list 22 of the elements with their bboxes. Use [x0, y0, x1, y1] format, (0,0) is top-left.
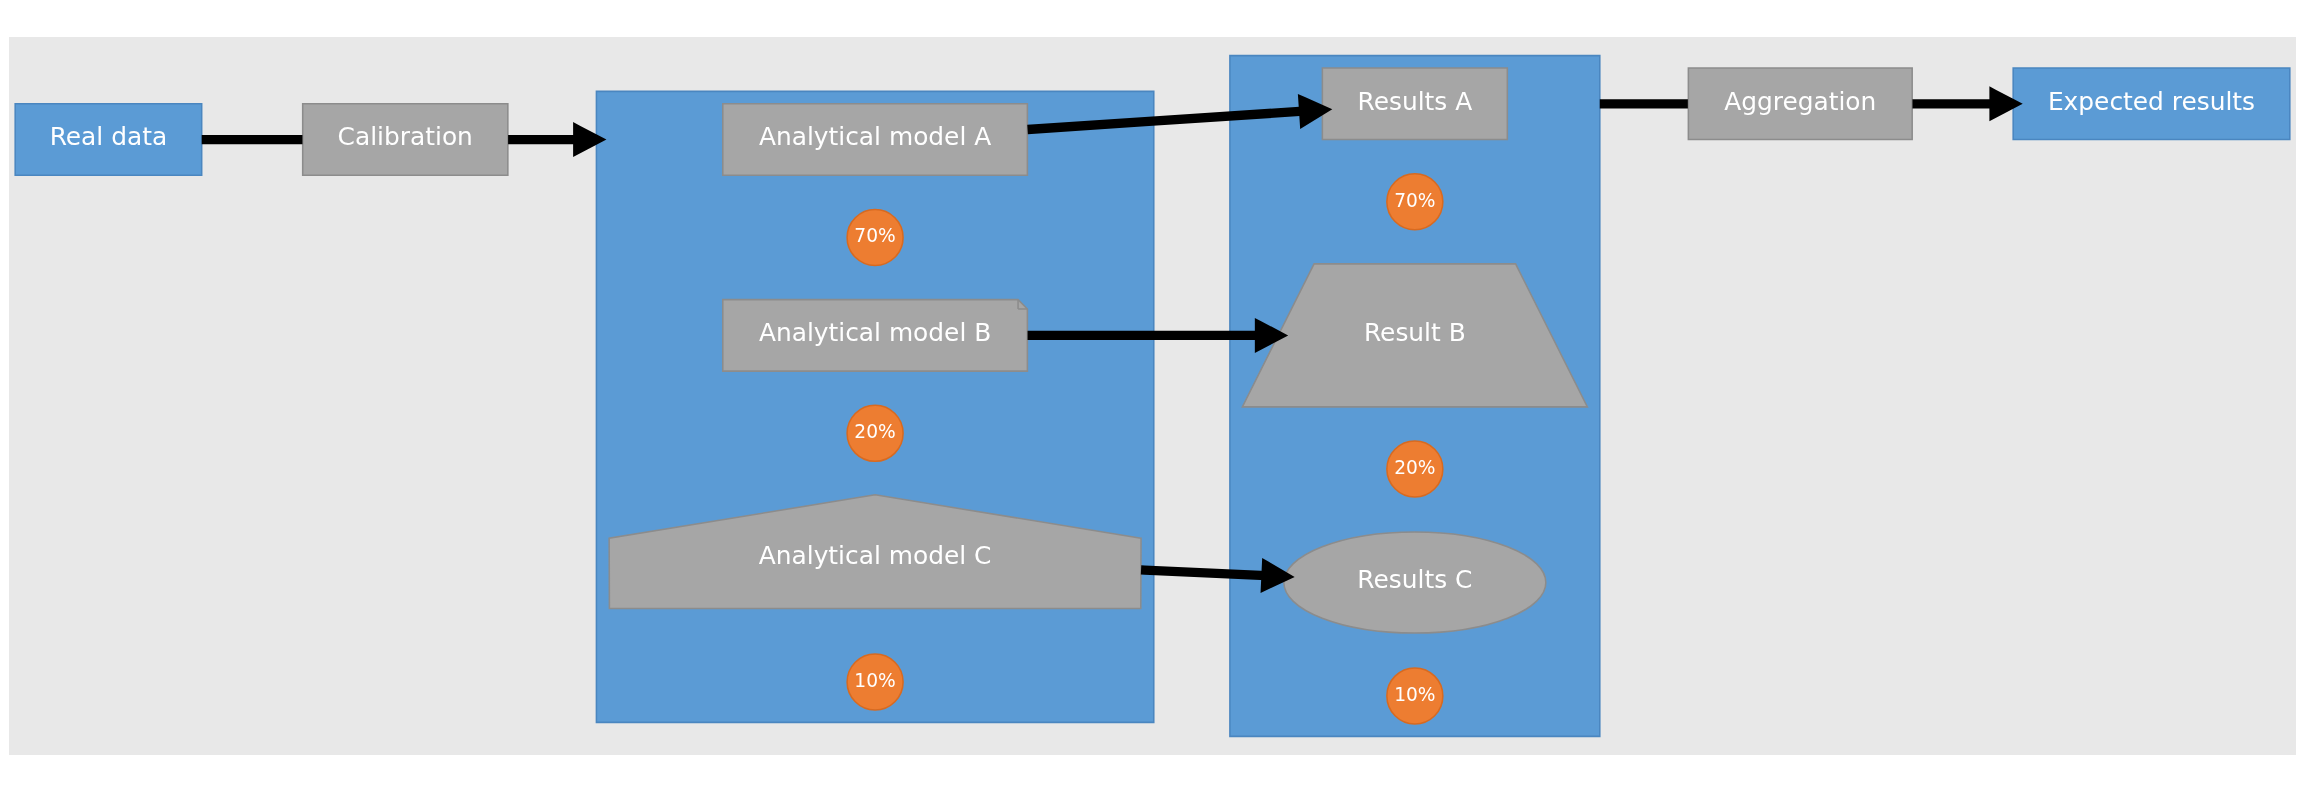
- node-circle: 20%: [1386, 440, 1444, 498]
- node-circle: 70%: [846, 208, 904, 267]
- node-circle: 70%: [1386, 173, 1444, 231]
- connector: [1599, 99, 1688, 109]
- node-box: Analytical model A: [722, 103, 1029, 177]
- node-box: Real data: [14, 103, 203, 177]
- arrow: [1912, 86, 2023, 122]
- cluster: [1229, 54, 1601, 738]
- arrow: [1027, 93, 1333, 135]
- node-circle: 20%: [846, 404, 904, 463]
- connector: [201, 134, 303, 145]
- node-box: Expected results: [2012, 67, 2291, 141]
- arrow: [1140, 558, 1295, 593]
- arrow: [1027, 317, 1289, 353]
- node-box: Aggregation: [1687, 67, 1913, 141]
- node-circle: 10%: [1386, 667, 1444, 725]
- cluster: [595, 90, 1155, 724]
- node-ellipse: Results C: [1283, 531, 1547, 634]
- arrow: [508, 122, 607, 158]
- node-box: Results A: [1321, 67, 1509, 141]
- node-box: Calibration: [301, 103, 509, 177]
- node-circle: 10%: [846, 653, 904, 711]
